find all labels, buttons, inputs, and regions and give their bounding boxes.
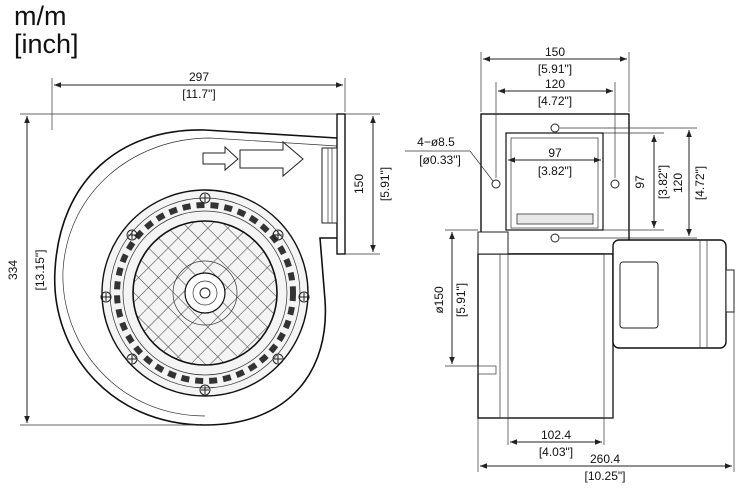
unit-label-mm: m/m xyxy=(14,1,67,31)
screw-icon xyxy=(100,192,310,396)
front-width-in: [11.7"] xyxy=(182,87,215,101)
outlet-in: [5.91"] xyxy=(378,167,392,201)
front-view: 297 [11.7"] 334 [13.15"] 150 [5.91"] xyxy=(6,70,392,426)
opening-width-mm: 97 xyxy=(548,146,562,160)
opening-height-mm: 97 xyxy=(633,175,647,189)
holes-label-in: [ø0.33"] xyxy=(419,153,461,167)
front-width-mm: 297 xyxy=(189,70,209,84)
housing-scroll xyxy=(53,129,338,426)
flange-width-in: [5.91"] xyxy=(538,62,572,76)
hole-spacing-mm: 120 xyxy=(545,77,565,91)
motor-hub xyxy=(184,272,226,314)
impeller-width-in: [4.03"] xyxy=(539,445,573,459)
hole-spacing-in: [4.72"] xyxy=(538,94,572,108)
front-height-mm: 334 xyxy=(6,260,20,280)
opening-height-in: [3.82"] xyxy=(656,165,670,199)
outlet-flange xyxy=(336,113,346,255)
airflow-arrow-icon xyxy=(202,145,239,172)
flange-width-mm: 150 xyxy=(545,45,565,59)
blower-body xyxy=(477,253,614,419)
overall-length-in: [10.25"] xyxy=(585,469,626,483)
outlet-mm: 150 xyxy=(352,174,366,194)
side-view: 150 [5.91"] 120 [4.72"] 97 [3.82"] 4−ø8.… xyxy=(405,45,735,483)
holes-label-mm: 4−ø8.5 xyxy=(417,135,455,149)
overall-length-mm: 260.4 xyxy=(590,452,620,466)
mounting-hole-icon xyxy=(491,123,620,243)
hole-vertical-in: [4.72"] xyxy=(693,166,707,200)
front-height-in: [13.15"] xyxy=(33,250,47,291)
airflow-arrow-icon xyxy=(239,140,304,178)
inlet-diameter-mm: ø150 xyxy=(432,286,446,314)
inlet-diameter-in: [5.91"] xyxy=(454,283,468,317)
unit-label-inch: [inch] xyxy=(14,29,79,59)
hole-vertical-mm: 120 xyxy=(671,173,685,193)
opening-width-in: [3.82"] xyxy=(538,164,572,178)
impeller-width-mm: 102.4 xyxy=(541,428,571,442)
